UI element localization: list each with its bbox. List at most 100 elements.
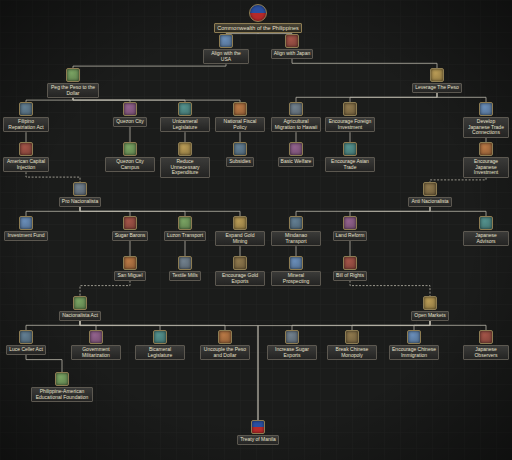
focus-label: Investment Fund	[4, 231, 47, 241]
prerequisite-line	[240, 246, 241, 256]
focus-node: Land Reform	[325, 216, 375, 241]
focus-label: Encourage Japanese Investment	[463, 157, 509, 178]
prerequisite-line	[350, 207, 430, 216]
focus-label: Textile Mills	[169, 271, 201, 281]
focus-icon	[66, 68, 80, 82]
focus-icon	[123, 102, 137, 116]
focus-node: Anti Nacionalista	[404, 182, 456, 207]
focus-icon	[251, 420, 265, 434]
prerequisite-line	[80, 207, 240, 216]
focus-icon	[407, 330, 421, 344]
focus-label: Quezon City	[113, 117, 147, 127]
focus-label: Japanese Advisors	[463, 231, 509, 246]
prerequisite-line	[26, 132, 27, 142]
focus-node: Uncouple the Peso and Dollar	[200, 330, 250, 360]
focus-label: Subsidies	[226, 157, 254, 167]
focus-label: Expand Gold Mining	[215, 231, 265, 246]
prerequisite-line	[73, 98, 240, 102]
focus-node: Textile Mills	[160, 256, 210, 281]
focus-icon	[19, 330, 33, 344]
focus-label: Agricultural Migration to Hawaii	[271, 117, 321, 132]
prerequisite-line	[26, 355, 62, 372]
focus-icon	[343, 216, 357, 230]
focus-node: Break Chinese Monopoly	[327, 330, 377, 360]
focus-label: Unicameral Legislature	[160, 117, 210, 132]
focus-node: Encourage Chinese Immigration	[389, 330, 439, 360]
focus-icon	[343, 102, 357, 116]
focus-icon	[479, 142, 493, 156]
focus-icon	[178, 102, 192, 116]
focus-node: Peg the Peso to the Dollar	[47, 68, 99, 98]
focus-icon	[123, 142, 137, 156]
focus-label: Uncouple the Peso and Dollar	[200, 345, 250, 360]
focus-icon	[153, 330, 167, 344]
focus-icon	[343, 256, 357, 270]
focus-label: Quezon City Campus	[105, 157, 155, 172]
focus-node: Japanese Advisors	[463, 216, 509, 246]
focus-label: Encourage Gold Exports	[215, 271, 265, 286]
prerequisite-line	[258, 321, 430, 420]
prerequisite-line	[350, 132, 351, 142]
focus-label: San Miguel	[114, 271, 145, 281]
focus-label: National Fiscal Policy	[215, 117, 265, 132]
prerequisite-line	[26, 98, 73, 102]
focus-label: Develop Japanese Trade Connections	[463, 117, 509, 138]
focus-icon	[218, 330, 232, 344]
focus-label: Encourage Chinese Immigration	[389, 345, 439, 360]
focus-node: Subsidies	[215, 142, 265, 167]
focus-label: Commonwealth of the Philippines	[214, 23, 302, 33]
focus-node: Encourage Japanese Investment	[463, 142, 509, 178]
prerequisite-line	[80, 281, 130, 296]
focus-icon	[233, 216, 247, 230]
focus-node: Align with Japan	[269, 34, 315, 59]
focus-node: Luzon Transport	[160, 216, 210, 241]
focus-node: National Fiscal Policy	[215, 102, 265, 132]
focus-label: Land Reform	[333, 231, 368, 241]
focus-node: Encourage Foreign Investment	[325, 102, 375, 132]
prerequisite-line	[296, 246, 297, 256]
prerequisite-line	[240, 132, 241, 142]
focus-label: Leverage The Peso	[412, 83, 462, 93]
focus-label: Reduce Unnecessary Expenditure	[160, 157, 210, 178]
focus-node: Pro Nacionalista	[54, 182, 106, 207]
focus-node: Mineral Prospecting	[271, 256, 321, 286]
focus-label: Encourage Asian Trade	[325, 157, 375, 172]
focus-label: Basic Welfare	[278, 157, 315, 167]
focus-node: Unicameral Legislature	[160, 102, 210, 132]
focus-icon	[479, 102, 493, 116]
prerequisite-line	[185, 241, 186, 256]
focus-icon	[73, 296, 87, 310]
focus-label: Sugar Barons	[112, 231, 149, 241]
focus-node: Bill of Rights	[325, 256, 375, 281]
focus-icon	[233, 142, 247, 156]
prerequisite-line	[437, 93, 486, 102]
focus-label: Filipino Repatriation Act	[3, 117, 49, 132]
focus-node: Encourage Gold Exports	[215, 256, 265, 286]
prerequisite-line	[73, 64, 226, 68]
prerequisite-line	[296, 93, 437, 102]
focus-icon	[249, 4, 267, 22]
focus-label: Luzon Transport	[164, 231, 206, 241]
prerequisite-line	[430, 207, 486, 216]
focus-icon	[73, 182, 87, 196]
focus-node: Bicameral Legislature	[135, 330, 185, 360]
focus-icon	[343, 142, 357, 156]
focus-label: Break Chinese Monopoly	[327, 345, 377, 360]
focus-node: Reduce Unnecessary Expenditure	[160, 142, 210, 178]
focus-icon	[430, 68, 444, 82]
prerequisite-line	[80, 321, 258, 420]
focus-icon	[423, 296, 437, 310]
focus-icon	[479, 216, 493, 230]
focus-node: Develop Japanese Trade Connections	[463, 102, 509, 138]
focus-node: Nacionalista Act	[54, 296, 106, 321]
focus-node: Luce Celler Act	[3, 330, 49, 355]
focus-icon	[178, 256, 192, 270]
prerequisite-line	[185, 132, 186, 142]
prerequisite-line	[130, 241, 131, 256]
focus-label: Open Markets	[411, 311, 448, 321]
focus-label: Mineral Prospecting	[271, 271, 321, 286]
focus-node: Align with the USA	[203, 34, 249, 64]
focus-node: Agricultural Migration to Hawaii	[271, 102, 321, 132]
